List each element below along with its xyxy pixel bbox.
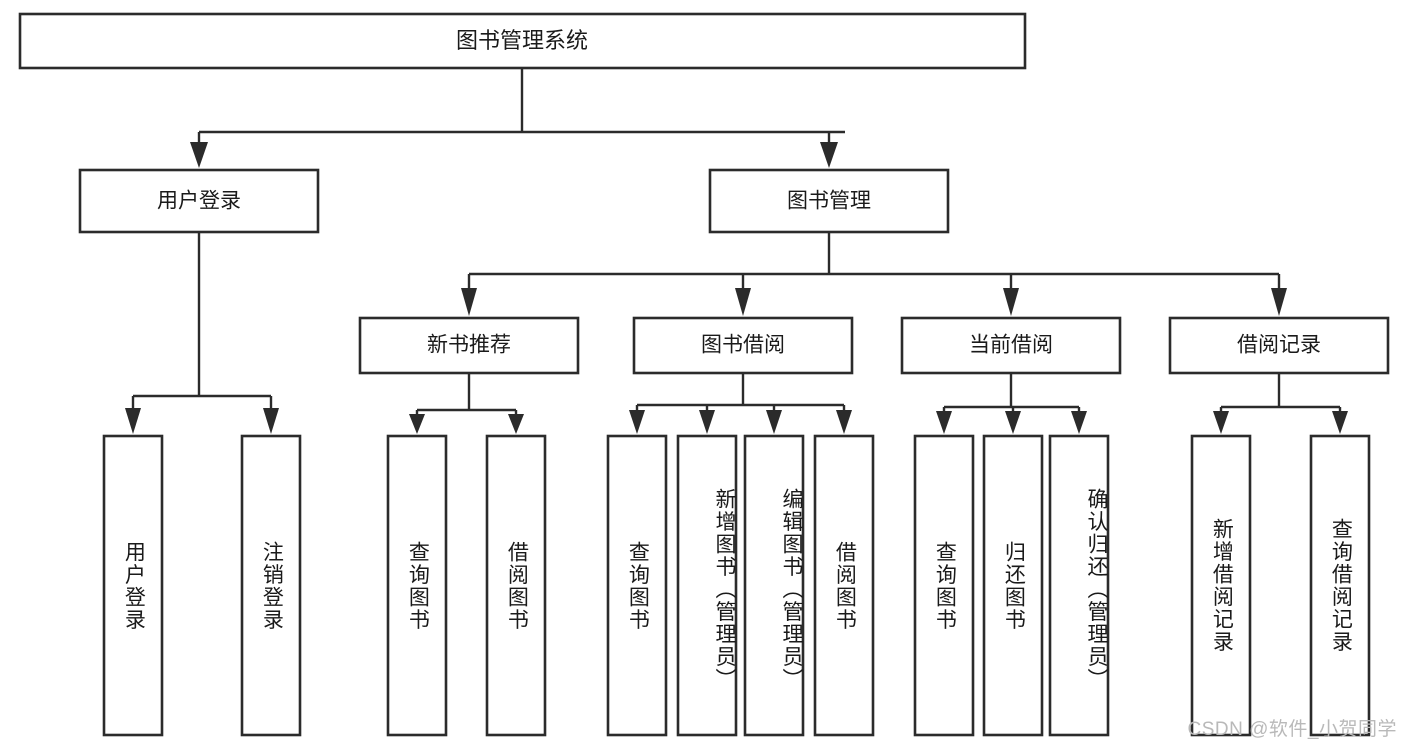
leaf-box-query-book-new[interactable] xyxy=(386,434,448,737)
node-current-borrow-label: 当前借阅 xyxy=(969,334,1053,357)
arrowhead-icon xyxy=(820,142,838,168)
leaf-box-return-book[interactable] xyxy=(982,434,1044,737)
arrowhead-icon xyxy=(1213,411,1229,434)
arrowhead-icon xyxy=(1271,288,1287,316)
arrowhead-icon xyxy=(1005,411,1021,434)
node-user-login[interactable]: 用户登录 xyxy=(78,168,320,234)
arrowhead-icon xyxy=(1332,411,1348,434)
node-book-borrow-label: 图书借阅 xyxy=(701,334,785,357)
arrowhead-icon xyxy=(1003,288,1019,316)
arrowhead-icon xyxy=(263,408,279,434)
connector-group-book-manage xyxy=(461,232,1287,316)
arrowhead-icon xyxy=(461,288,477,316)
connector-group-user-login xyxy=(125,232,279,434)
node-new-book-recommend-box[interactable] xyxy=(358,316,580,375)
node-user-login-box[interactable] xyxy=(78,168,320,234)
arrowhead-icon xyxy=(190,142,208,168)
leaf-box-user-login[interactable] xyxy=(102,434,164,737)
arrowhead-icon xyxy=(936,411,952,434)
csdn-watermark: CSDN @软件_小贺同学 xyxy=(1187,719,1397,740)
node-new-book-recommend[interactable]: 新书推荐 xyxy=(358,316,580,375)
leaf-box-edit-book-admin[interactable] xyxy=(743,434,805,737)
node-root-label: 图书管理系统 xyxy=(456,28,588,53)
node-book-manage-box[interactable] xyxy=(708,168,950,234)
connector-group-book-borrow xyxy=(629,373,852,434)
node-book-borrow[interactable]: 图书借阅 xyxy=(632,316,854,375)
node-book-manage[interactable]: 图书管理 xyxy=(708,168,950,234)
connector-group-current-borrow xyxy=(936,373,1087,434)
leaf-box-add-book-admin[interactable] xyxy=(676,434,738,737)
node-root-box[interactable] xyxy=(18,12,1027,70)
connector-group-root xyxy=(190,68,845,168)
arrowhead-icon xyxy=(409,414,425,434)
leaf-box-query-book-current[interactable] xyxy=(913,434,975,737)
arrowhead-icon xyxy=(508,414,524,434)
leaf-box-logout[interactable] xyxy=(240,434,302,737)
leaf-box-borrow-book-new[interactable] xyxy=(485,434,547,737)
node-borrow-record-label: 借阅记录 xyxy=(1237,334,1321,357)
node-current-borrow-box[interactable] xyxy=(900,316,1122,375)
leaf-box-query-book-borrow[interactable] xyxy=(606,434,668,737)
connector-group-borrow-record xyxy=(1213,373,1348,434)
node-current-borrow[interactable]: 当前借阅 xyxy=(900,316,1122,375)
leaf-box-query-borrow-record[interactable] xyxy=(1309,434,1371,737)
arrowhead-icon xyxy=(836,410,852,434)
connector-group-new-book xyxy=(409,373,524,434)
leaf-boxes-group xyxy=(102,434,1371,737)
node-book-manage-label: 图书管理 xyxy=(787,190,871,213)
arrowhead-icon xyxy=(699,410,715,434)
leaf-box-borrow-book[interactable] xyxy=(813,434,875,737)
leaf-box-add-borrow-record[interactable] xyxy=(1190,434,1252,737)
node-book-borrow-box[interactable] xyxy=(632,316,854,375)
node-borrow-record[interactable]: 借阅记录 xyxy=(1168,316,1390,375)
node-user-login-label: 用户登录 xyxy=(157,190,241,213)
arrowhead-icon xyxy=(1071,411,1087,434)
arrowhead-icon xyxy=(629,410,645,434)
node-root[interactable]: 图书管理系统 xyxy=(18,12,1027,70)
arrowhead-icon xyxy=(766,410,782,434)
node-borrow-record-box[interactable] xyxy=(1168,316,1390,375)
leaf-box-confirm-return-admin[interactable] xyxy=(1048,434,1110,737)
arrowhead-icon xyxy=(735,288,751,316)
node-new-book-recommend-label: 新书推荐 xyxy=(427,334,511,357)
arrowhead-icon xyxy=(125,408,141,434)
